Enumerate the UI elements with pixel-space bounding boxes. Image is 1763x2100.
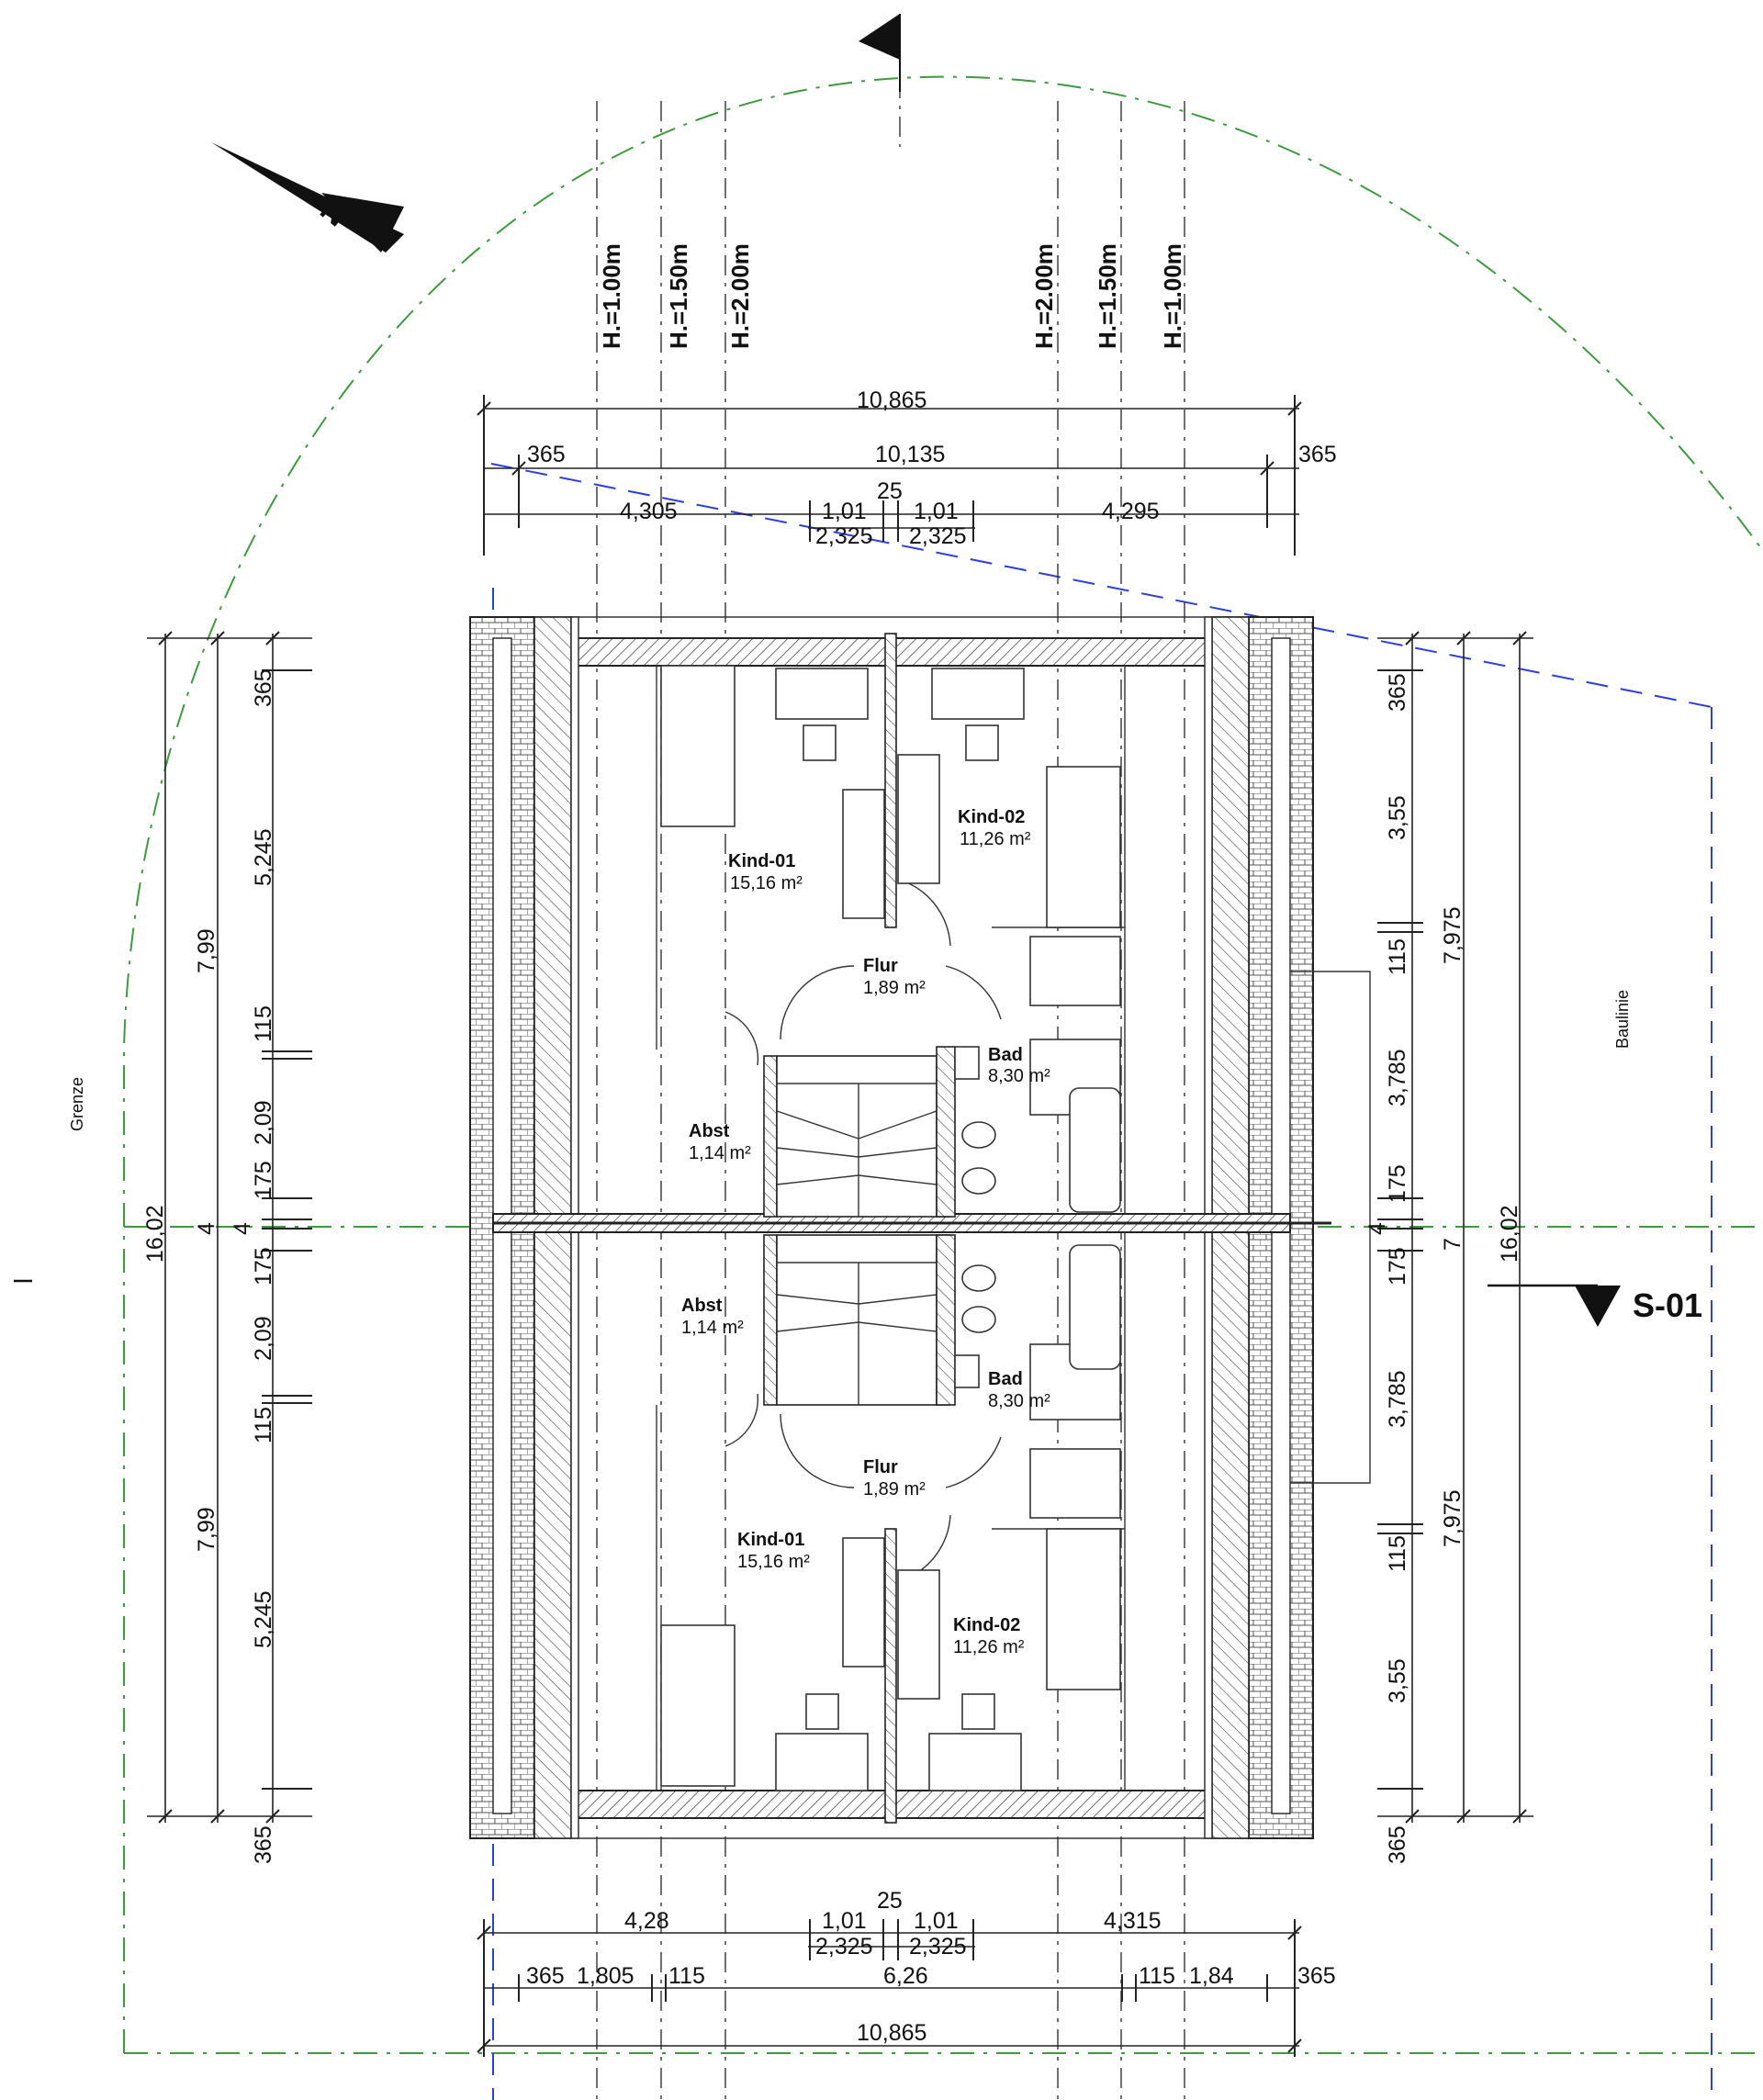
dim-label: 3,785	[1385, 1370, 1410, 1428]
room-name: Abst	[689, 1121, 730, 1141]
dim-label: 175	[251, 1161, 276, 1199]
dimensions-top: 10,865 365 10,135 365 25 4,305 1,01 1,01…	[477, 387, 1337, 556]
dim-label: 7	[1440, 1238, 1465, 1251]
room-area: 15,16 m²	[730, 873, 803, 893]
dim-label: 115	[251, 1005, 276, 1042]
dim-label: 10,865	[857, 2020, 926, 2046]
dim-label: 7,975	[1440, 906, 1465, 964]
rooms-bottom: Abst 1,14 m² Bad 8,30 m² Flur 1,89 m² Ki…	[681, 1296, 1050, 1657]
boundary-label: Grenze	[68, 1077, 86, 1131]
room-name: Kind-02	[958, 807, 1025, 827]
height-label-2: H.=1.50m	[665, 243, 692, 349]
room-name: Kind-01	[728, 851, 795, 871]
room-name: Bad	[988, 1369, 1023, 1389]
section-arrow-icon	[1575, 1286, 1621, 1327]
dim-label: 115	[668, 1963, 705, 1989]
dim-label: 365	[251, 668, 276, 707]
room-name: Flur	[863, 956, 898, 976]
height-labels: H.=1.00m H.=1.50m H.=2.00m H.=2.00m H.=1…	[598, 243, 1186, 349]
dim-label: 5,245	[251, 1590, 276, 1648]
dim-label: 115	[251, 1407, 276, 1443]
dimensions-left: 16,02 7,99 4 7,99 365 5,245 115 2,09 175…	[142, 631, 312, 1864]
section-label: S-01	[1633, 1286, 1702, 1324]
dim-label: 1,01	[914, 499, 959, 524]
dim-label: 2,325	[909, 523, 967, 549]
dim-label: 365	[1385, 673, 1410, 712]
dim-label: 1,84	[1189, 1963, 1234, 1989]
dimensions-bottom: 25 4,28 1,01 1,01 2,325 2,325 4,315 365 …	[477, 1888, 1336, 2057]
dim-label: 10,135	[875, 442, 945, 467]
dim-label: 2,09	[251, 1316, 276, 1361]
rooms-top: Kind-01 15,16 m² Kind-02 11,26 m² Flur 1…	[689, 807, 1050, 1163]
room-area: 8,30 m²	[988, 1391, 1050, 1411]
room-area: 1,14 m²	[681, 1318, 744, 1338]
room-area: 15,16 m²	[737, 1552, 810, 1572]
room-area: 8,30 m²	[988, 1066, 1050, 1086]
room-area: 1,14 m²	[689, 1143, 751, 1163]
dim-label: 1,01	[822, 499, 867, 524]
dim-label: 5,245	[251, 828, 276, 886]
flag-marker-icon	[859, 14, 901, 92]
dim-label: 2,325	[815, 1934, 873, 1960]
north-arrow-icon: N	[211, 142, 404, 253]
dim-label: 7,99	[194, 928, 219, 973]
dim-label: 175	[1385, 1247, 1410, 1286]
dim-label: 4	[230, 1222, 255, 1235]
room-area: 11,26 m²	[953, 1637, 1025, 1657]
room-name: Flur	[863, 1457, 898, 1477]
dim-label: 3,785	[1385, 1049, 1410, 1106]
room-name: Bad	[988, 1045, 1023, 1065]
height-label-5: H.=1.50m	[1094, 243, 1121, 349]
dim-label: 6,26	[883, 1963, 928, 1989]
room-name: Abst	[681, 1296, 723, 1316]
dim-label: 365	[526, 1963, 565, 1989]
dim-label: 4,28	[624, 1908, 669, 1934]
section-marker: S-01	[1488, 1284, 1702, 1327]
dim-label: 3,55	[1385, 1658, 1410, 1703]
dim-label: 115	[1139, 1963, 1175, 1989]
room-name: Kind-01	[737, 1530, 804, 1550]
dim-label: 16,02	[1497, 1205, 1522, 1263]
dimensions-right: 365 3,55 115 3,785 175 4 175 3,785 115 3…	[1364, 631, 1533, 1864]
dim-label: 7,975	[1440, 1489, 1465, 1547]
room-area: 11,26 m²	[960, 829, 1031, 849]
dim-label: 365	[1298, 442, 1337, 467]
dim-label: 2,325	[815, 523, 873, 549]
dim-label: 2,325	[909, 1934, 967, 1960]
dim-label: 365	[251, 1825, 276, 1864]
height-label-3: H.=2.00m	[726, 243, 754, 349]
dim-label: 175	[251, 1247, 276, 1286]
dim-label: 1,805	[577, 1963, 634, 1989]
dim-label: 365	[527, 442, 566, 467]
height-label-4: H.=2.00m	[1030, 243, 1058, 349]
dim-label: 10,865	[857, 387, 926, 413]
dim-label: 2,09	[251, 1100, 276, 1145]
dim-label: 115	[1385, 1535, 1410, 1572]
room-name: Kind-02	[953, 1615, 1020, 1635]
building-line-label: Baulinie	[1613, 990, 1632, 1049]
dim-label: 175	[1385, 1164, 1410, 1203]
height-label-6: H.=1.00m	[1159, 243, 1186, 349]
dim-label: 3,55	[1385, 795, 1410, 840]
dim-label: 25	[877, 1888, 903, 1914]
room-area: 1,89 m²	[863, 978, 926, 998]
dim-label: 4,305	[620, 499, 678, 524]
building	[469, 616, 1371, 1839]
dim-label: 4,315	[1104, 1908, 1162, 1934]
dim-label: 1,01	[822, 1908, 867, 1934]
dim-label: 365	[1385, 1825, 1410, 1864]
dim-label: 7,99	[194, 1507, 219, 1552]
dim-label: 25	[877, 478, 903, 504]
room-area: 1,89 m²	[863, 1479, 926, 1499]
dim-label: 4	[1364, 1222, 1390, 1235]
dim-label: 16,02	[142, 1205, 168, 1263]
plot-boundary	[123, 75, 1763, 2054]
dim-label: 4,295	[1102, 499, 1160, 524]
dim-label: 4	[194, 1222, 219, 1235]
dim-label: 365	[1297, 1963, 1336, 1989]
height-label-1: H.=1.00m	[598, 243, 625, 349]
dim-label: 115	[1385, 938, 1410, 975]
dim-label: 1,01	[914, 1908, 959, 1934]
